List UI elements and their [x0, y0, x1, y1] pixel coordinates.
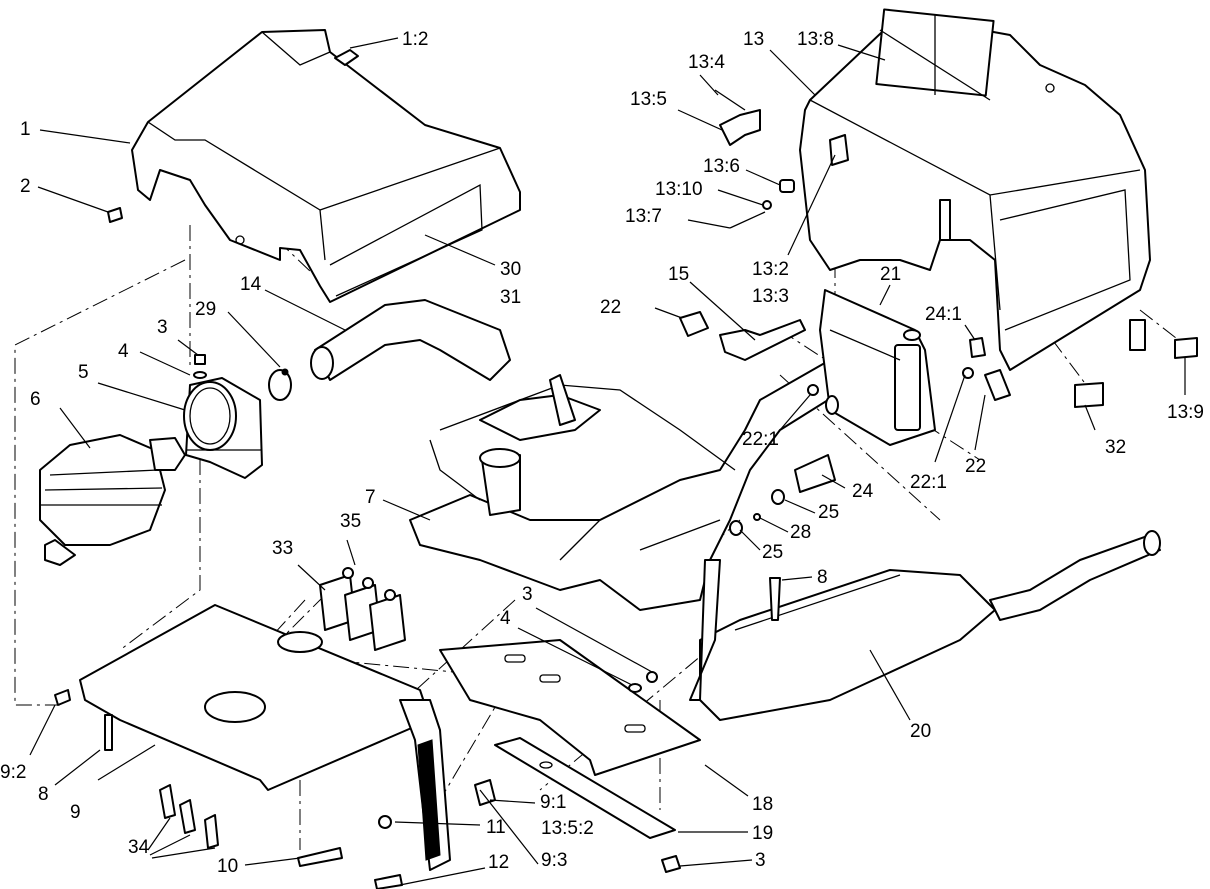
bracket-part-19: [494, 737, 676, 839]
oil-cooler-part-21: [819, 289, 936, 446]
callout-33: 33: [272, 538, 293, 559]
callout-14: 14: [240, 274, 262, 295]
latch-hardware: [714, 89, 849, 229]
frame-part-7: [409, 359, 861, 611]
callout-13-5-2: 13:5:2: [541, 818, 594, 839]
callout-19: 19: [752, 823, 773, 844]
callout-13-3: 13:3: [752, 286, 789, 307]
callout-30: 30: [500, 259, 521, 280]
callout-29: 29: [195, 299, 216, 320]
clamps-part-33: [319, 567, 406, 651]
callout-6: 6: [30, 389, 41, 410]
callout-24: 24: [852, 481, 874, 502]
leader-lines: [29, 37, 1186, 886]
callout-13: 13: [743, 29, 764, 50]
callout-13-8: 13:8: [797, 29, 834, 50]
callout-3c: 3: [755, 850, 766, 871]
callout-18: 18: [752, 794, 773, 815]
callout-31: 31: [500, 287, 521, 308]
callout-35: 35: [340, 511, 361, 532]
hose-clamp-part-29: [268, 368, 292, 401]
air-cleaner-part-6: [39, 434, 186, 566]
callout-13-2: 13:2: [752, 259, 789, 280]
fittings: [679, 311, 1198, 621]
callout-4b: 4: [500, 608, 511, 629]
callout-15: 15: [668, 264, 689, 285]
callout-34: 34: [128, 837, 150, 858]
callout-5: 5: [78, 362, 89, 383]
air-cleaner-bracket-part-5: [183, 377, 263, 479]
callout-13-6: 13:6: [703, 156, 740, 177]
callout-32: 32: [1105, 437, 1126, 458]
callout-8b: 8: [817, 567, 828, 588]
callout-8a: 8: [38, 784, 49, 805]
muffler-part-20: [689, 530, 1161, 721]
hood-part-1: [131, 29, 521, 303]
callout-13-10: 13:10: [655, 179, 703, 200]
callout-11: 11: [486, 817, 506, 838]
callout-12: 12: [488, 852, 509, 873]
callout-7: 7: [365, 487, 376, 508]
air-hose-part-14: [310, 299, 511, 381]
callout-22a: 22: [600, 297, 621, 318]
callout-10: 10: [217, 856, 238, 877]
callout-9: 9: [70, 802, 81, 823]
bottom-screen-part-9: [79, 604, 451, 871]
callout-24-1: 24:1: [925, 304, 962, 325]
callout-1: 1: [20, 119, 31, 140]
callout-28: 28: [790, 522, 811, 543]
callout-9-3: 9:3: [541, 850, 567, 871]
callout-labels: 1:2 1 2 30 31 14 29 3 4 5 6 7 35 33 9:2 …: [0, 29, 1204, 877]
callout-25b: 25: [762, 542, 783, 563]
callout-13-5: 13:5: [630, 89, 667, 110]
callout-25a: 25: [818, 502, 839, 523]
callout-3a: 3: [157, 317, 168, 338]
small-hardware-left: [107, 49, 359, 379]
callout-3b: 3: [522, 584, 533, 605]
callout-13-7: 13:7: [625, 206, 662, 227]
callout-20: 20: [910, 721, 931, 742]
callout-9-2: 9:2: [0, 762, 26, 783]
callout-13-4: 13:4: [688, 52, 725, 73]
shield-part-18: [439, 639, 701, 776]
callout-22-1a: 22:1: [742, 429, 779, 450]
callout-22b: 22: [965, 456, 986, 477]
callout-13-9: 13:9: [1167, 402, 1204, 423]
bolts-bottom: [54, 671, 681, 889]
callout-22-1b: 22:1: [910, 472, 947, 493]
callout-9-1: 9:1: [540, 792, 566, 813]
callout-4a: 4: [118, 341, 129, 362]
callout-2: 2: [20, 176, 31, 197]
callout-21: 21: [880, 264, 901, 285]
hood-part-13: [799, 8, 1151, 371]
callout-1-2: 1:2: [402, 29, 428, 50]
